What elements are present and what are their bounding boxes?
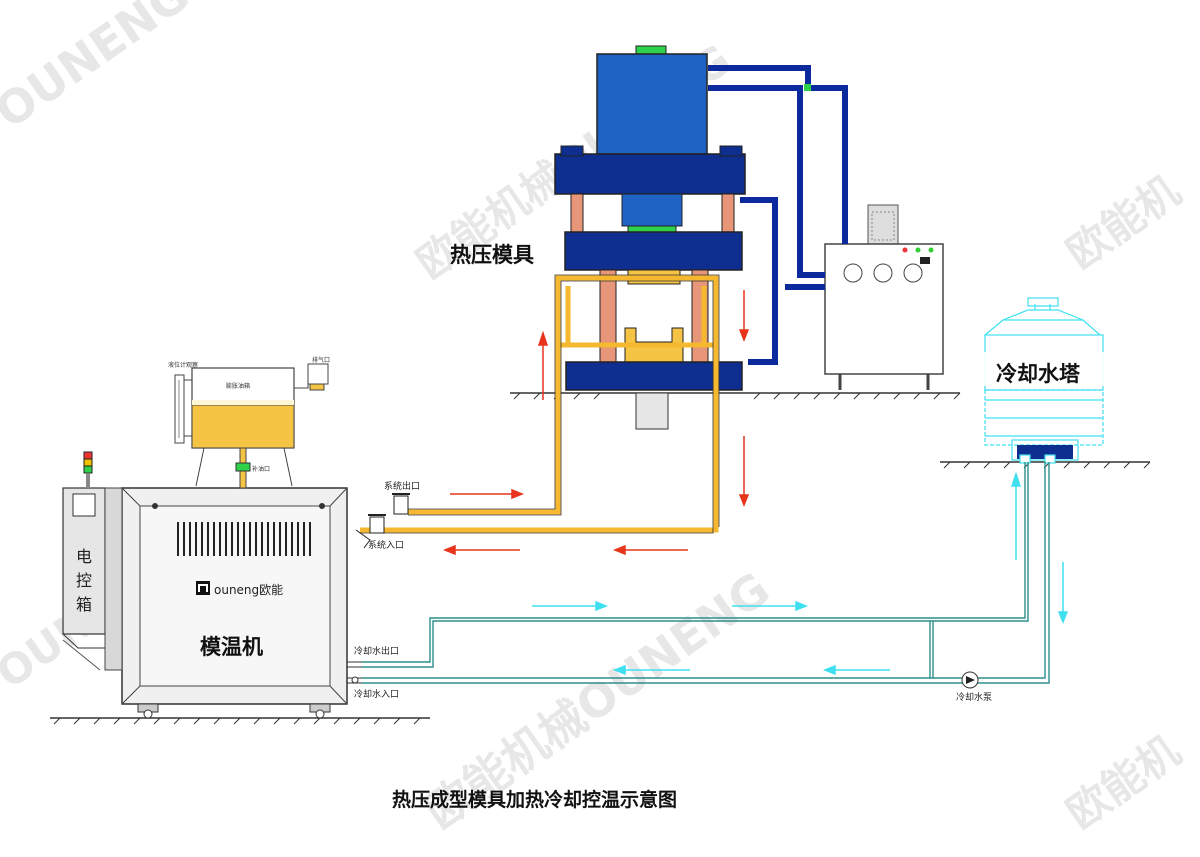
expansion-tank-label: 膨胀油箱 xyxy=(226,382,250,390)
ground-lines xyxy=(50,392,1151,725)
cooling-out-label: 冷却水出口 xyxy=(354,645,399,657)
system-in-valve xyxy=(369,516,385,534)
pipe-fitting xyxy=(804,84,811,91)
watermark-top-left: OUNENG xyxy=(0,0,199,139)
brand-label: ouneng欧能 xyxy=(214,583,283,597)
vent-label: 排气口 xyxy=(312,356,330,364)
cooling-in-label: 冷却水入口 xyxy=(354,688,399,700)
system-in-label: 系统入口 xyxy=(368,539,404,551)
flow-arrows-red xyxy=(442,290,750,556)
system-out-valve xyxy=(393,495,409,515)
press-label: 热压模具 xyxy=(450,243,534,267)
hydraulic-station xyxy=(824,204,944,390)
vent-grille xyxy=(177,522,311,556)
watermark-right-bottom: 欧能机 xyxy=(1058,726,1189,838)
level-gauge-label: 液位计观察 xyxy=(168,361,198,369)
flow-arrows-cyan xyxy=(532,471,1069,676)
top-crossbeam xyxy=(554,153,746,195)
tank-fill-label: 补油口 xyxy=(252,465,270,473)
watermark-right-top: 欧能机 xyxy=(1058,166,1189,278)
bottom-cylinder xyxy=(635,392,669,430)
cooling-tower xyxy=(984,297,1104,464)
ground-hatch xyxy=(53,392,1151,725)
control-box-char-2: 控 xyxy=(76,571,92,590)
hydraulic-cylinder xyxy=(596,53,708,155)
hot-oil-pipe-outline xyxy=(360,274,720,534)
expansion-tank xyxy=(174,363,329,489)
cooling-pump-label: 冷却水泵 xyxy=(956,691,992,703)
hot-oil-pipes xyxy=(360,275,719,533)
control-box-char-1: 电 xyxy=(76,547,92,566)
diagram-title: 热压成型模具加热冷却控温示意图 xyxy=(392,788,677,811)
control-box-char-3: 箱 xyxy=(76,595,92,614)
cooling-tower-label: 冷却水塔 xyxy=(996,362,1081,386)
valves xyxy=(355,493,410,549)
system-out-label: 系统出口 xyxy=(384,480,420,492)
mold-machine-label: 模温机 xyxy=(200,635,263,659)
mold-temperature-controller xyxy=(62,451,362,719)
moving-platen xyxy=(564,231,743,271)
cooling-water-pipes xyxy=(362,462,1050,684)
